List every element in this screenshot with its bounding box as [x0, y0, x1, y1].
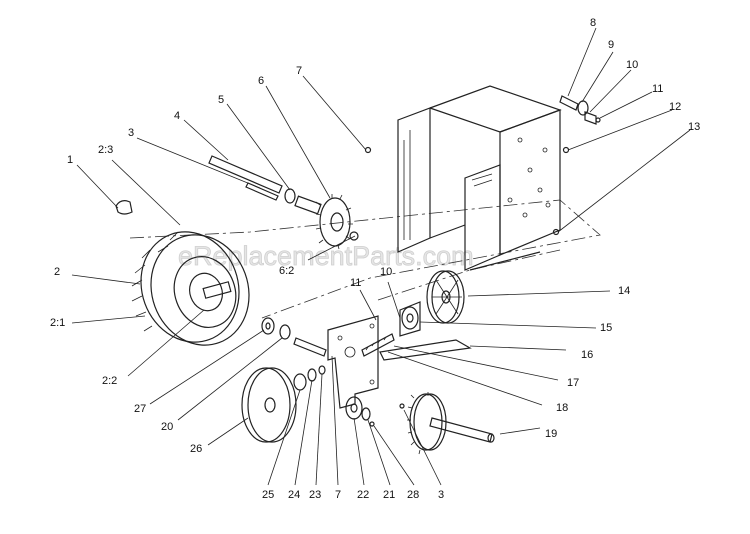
callout-20: 20 [161, 421, 173, 433]
callout-8: 8 [590, 17, 596, 29]
part-27-bushing [261, 317, 275, 335]
part-16-rod [379, 339, 472, 361]
callout-27: 27 [134, 403, 146, 415]
callout-3-bottom: 3 [438, 489, 444, 501]
part-22-bearing [345, 396, 363, 420]
callout-6-2: 6:2 [279, 265, 294, 277]
part-20-washer [279, 324, 291, 340]
part-25-hub [293, 373, 307, 391]
callout-10-top: 10 [626, 59, 638, 71]
callout-labels: 1 2:3 3 4 5 6 7 8 9 10 11 12 13 6:2 2 11… [50, 17, 700, 501]
part-18-gear-rack [361, 333, 395, 357]
callout-24: 24 [288, 489, 300, 501]
callout-2-2: 2:2 [102, 375, 117, 387]
callout-26: 26 [190, 443, 202, 455]
part-14-pulley [426, 270, 465, 324]
callout-16: 16 [581, 349, 593, 361]
part-17-side-plate [327, 315, 379, 409]
callout-19: 19 [545, 428, 557, 440]
callout-21: 21 [383, 489, 395, 501]
callout-14: 14 [618, 285, 630, 297]
part-1-cap [115, 200, 133, 215]
part-15-bearing [399, 301, 421, 337]
callout-18: 18 [556, 402, 568, 414]
part-10-bracket [584, 111, 597, 125]
callout-1: 1 [67, 154, 73, 166]
callout-6: 6 [258, 75, 264, 87]
assembly-centerline-2 [377, 249, 561, 301]
callout-7-bottom: 7 [335, 489, 341, 501]
watermark: eReplacementParts.com [178, 241, 474, 271]
callout-22: 22 [357, 489, 369, 501]
callout-15: 15 [600, 322, 612, 334]
callout-2-1: 2:1 [50, 317, 65, 329]
part-23-nut [318, 365, 326, 375]
part-8-bolt [559, 95, 579, 111]
part-7-screw [364, 146, 372, 154]
part-axle-pin [293, 337, 327, 357]
leader-lines [71, 27, 691, 486]
callout-12: 12 [669, 101, 681, 113]
part-24-washer [307, 368, 317, 382]
callout-7-top: 7 [296, 65, 302, 77]
callout-5: 5 [218, 94, 224, 106]
callout-13: 13 [688, 121, 700, 133]
part-3-pin [245, 182, 279, 201]
callout-9: 9 [608, 39, 614, 51]
callout-10-mid: 10 [380, 266, 392, 278]
part-12-nut [562, 146, 570, 154]
callout-11-top: 11 [652, 83, 663, 95]
part-11-nut [595, 117, 601, 123]
part-21-washer [361, 407, 371, 421]
callout-3-top: 3 [128, 127, 134, 139]
part-5-washer [284, 188, 296, 204]
callout-23: 23 [309, 489, 321, 501]
part-4-shaft [208, 155, 283, 194]
callout-11-mid: 11 [350, 277, 361, 289]
part-2-tire [131, 231, 250, 346]
callout-2: 2 [54, 266, 60, 278]
callout-17: 17 [567, 377, 579, 389]
callout-28: 28 [407, 489, 419, 501]
part-28-screw [369, 421, 375, 427]
assembly-centerline [129, 199, 601, 319]
part-19-gear [407, 392, 495, 455]
part-3-pin-bottom [399, 403, 405, 409]
callout-4: 4 [174, 110, 180, 122]
callout-25: 25 [262, 489, 274, 501]
part-26-pulley [241, 367, 297, 443]
part-6-sprocket [294, 194, 359, 250]
callout-2-3: 2:3 [98, 144, 113, 156]
